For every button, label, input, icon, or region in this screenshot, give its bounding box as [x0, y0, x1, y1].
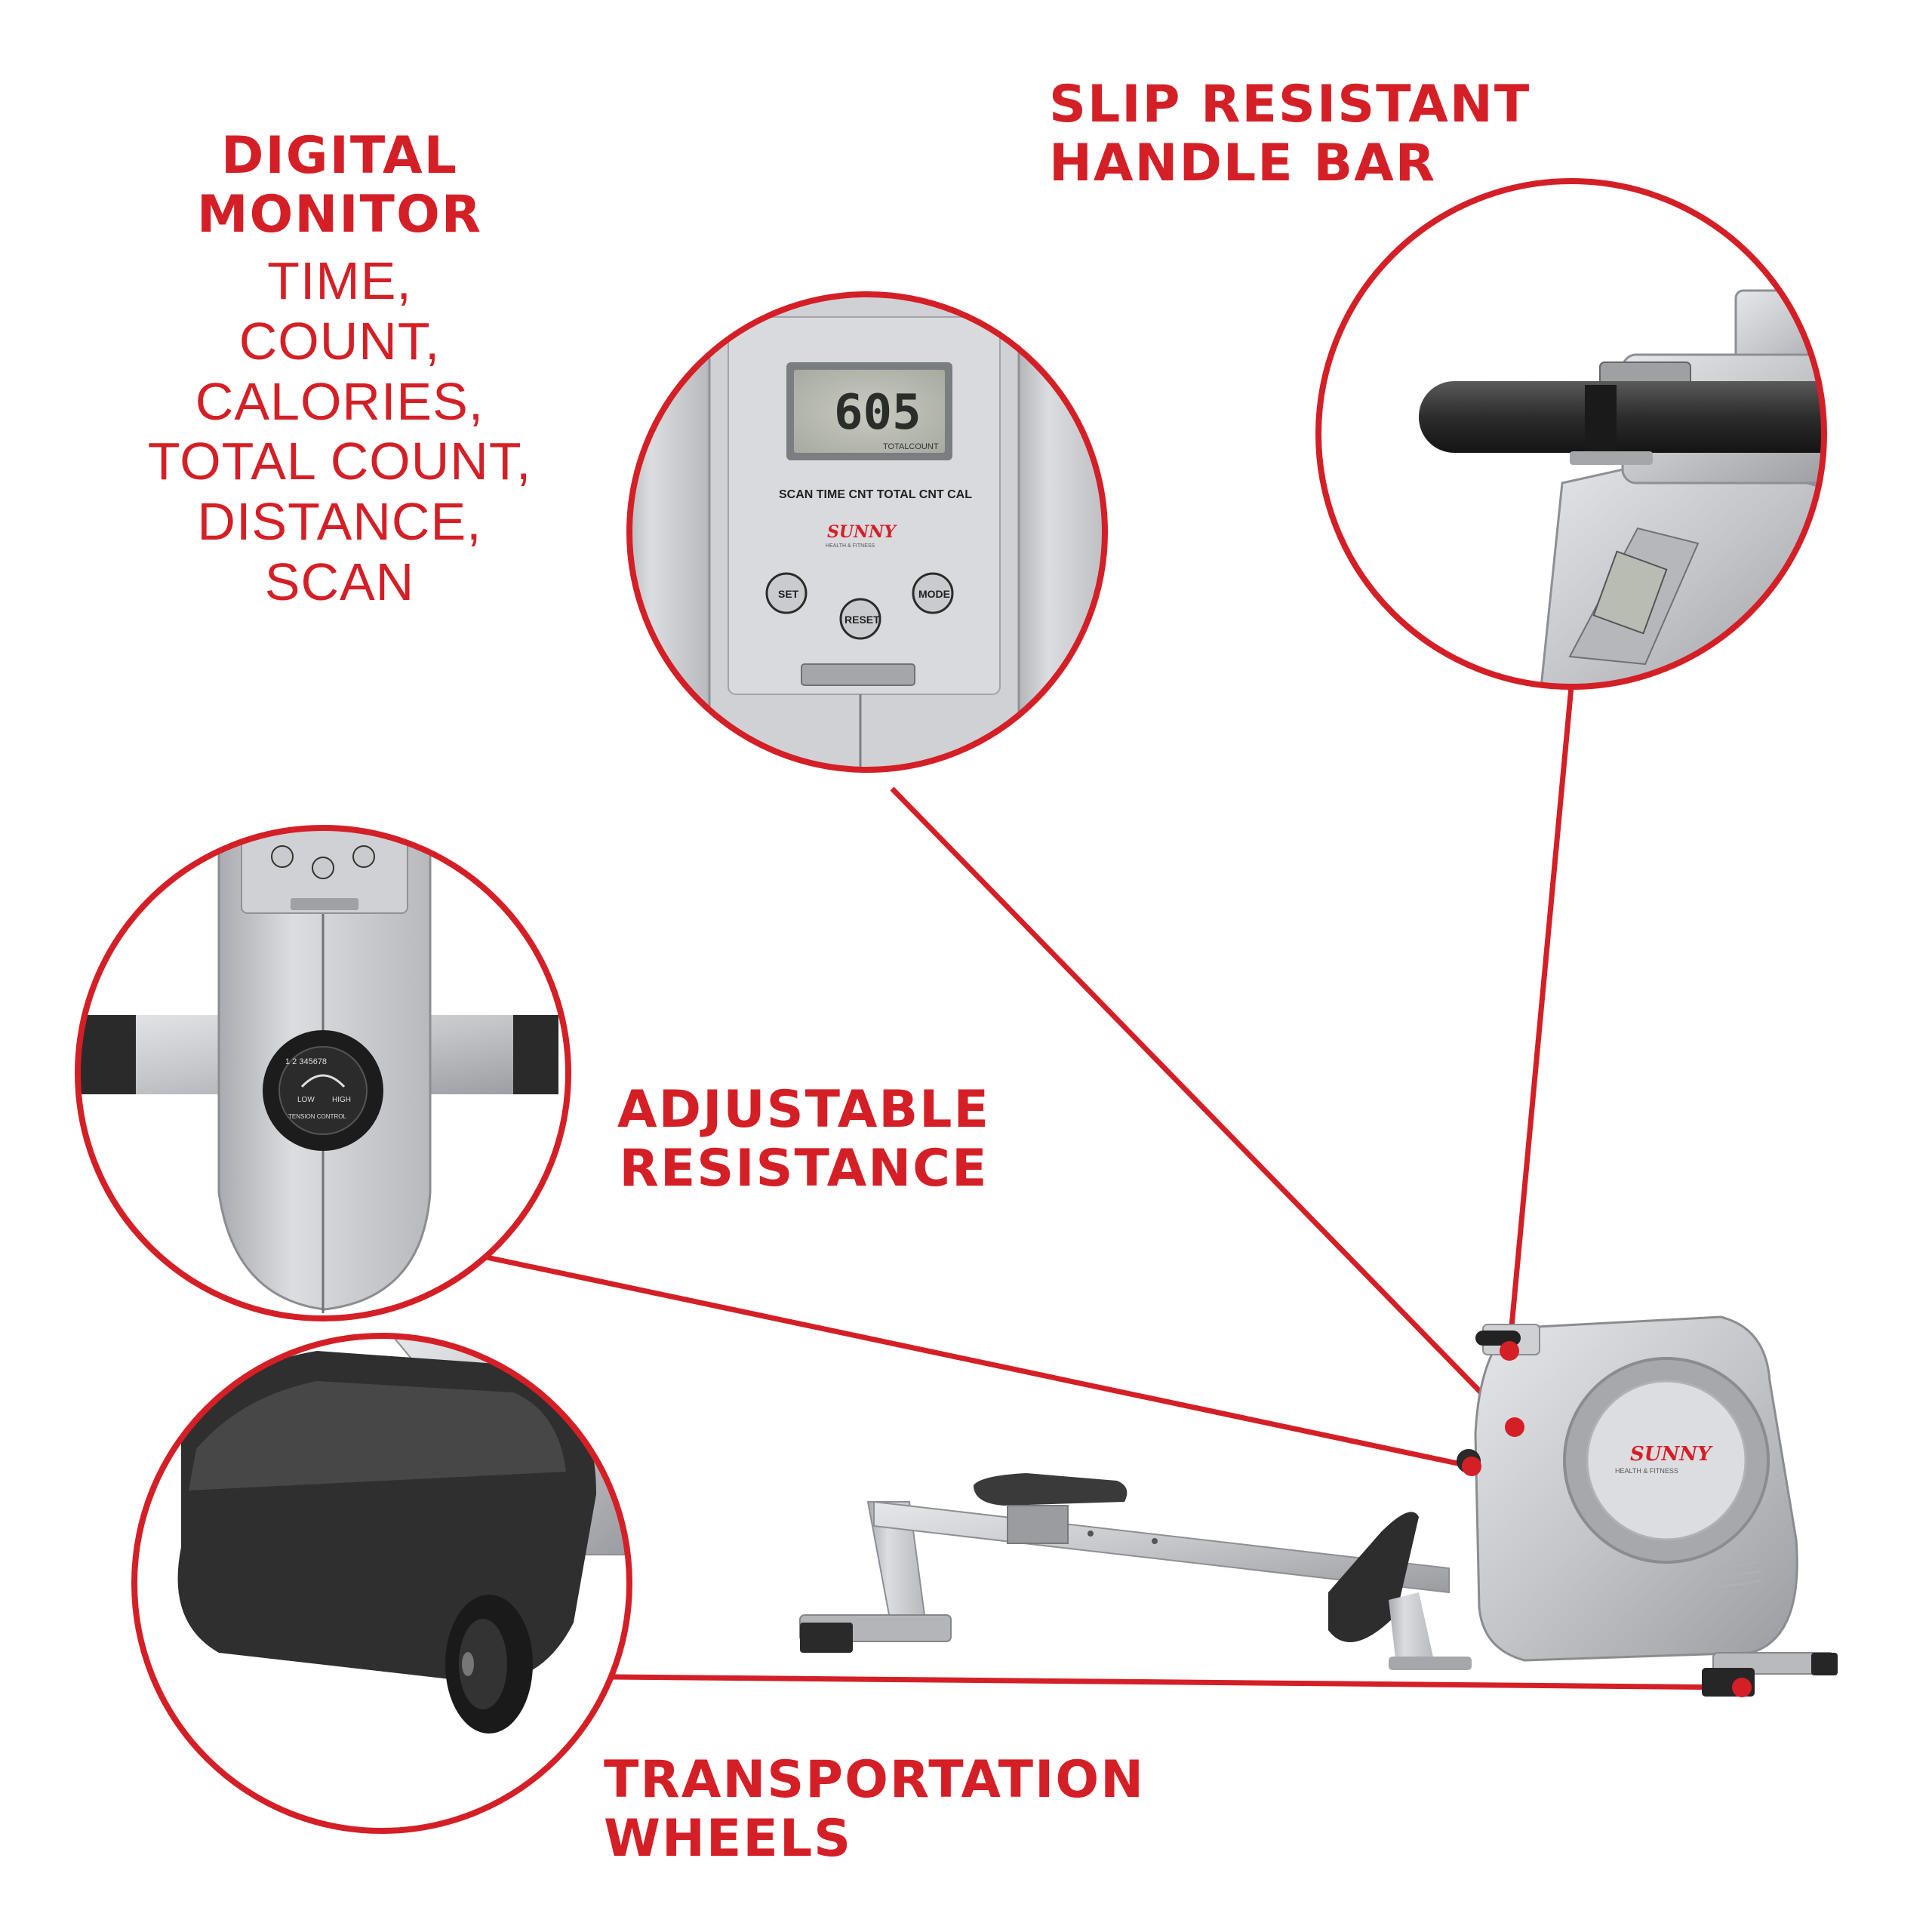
mode-button-label: MODE — [918, 588, 950, 600]
knob-low: LOW — [297, 1096, 315, 1104]
handle-connector — [1506, 686, 1574, 1352]
monitor-connector — [890, 786, 1517, 1429]
feature-item: CALORIES, — [195, 371, 485, 431]
set-button-label: SET — [778, 588, 799, 600]
set-button[interactable]: SET — [765, 572, 808, 614]
monitor-marker — [1505, 1417, 1524, 1437]
knob-scale: 1 2 345678 — [285, 1057, 327, 1066]
title-line: ADJUSTABLE — [617, 1080, 990, 1140]
tension-knob[interactable]: 1 2 345678 LOW HIGH TENSION CONTROL — [263, 1030, 383, 1151]
knob-connector — [482, 1254, 1472, 1469]
knob-high: HIGH — [332, 1096, 351, 1104]
panel-brand-sub: HEALTH & FITNESS — [826, 543, 875, 549]
handle-marker — [1500, 1341, 1519, 1361]
knob-caption: TENSION CONTROL — [288, 1113, 346, 1120]
feature-item: TIME, — [267, 251, 412, 311]
connector-lines — [482, 686, 1743, 1690]
wheels-callout: TRANSPORTATION WHEELS — [604, 1751, 1145, 1868]
tension-knob-zoom: 1 2 345678 LOW HIGH TENSION CONTROL — [75, 825, 571, 1321]
resistance-callout: ADJUSTABLE RESISTANCE — [604, 1081, 1004, 1198]
lcd-value: 605 — [834, 385, 921, 441]
panel-brand: SUNNY — [827, 522, 897, 542]
rowing-machine: SUNNY HEALTH & FITNESS — [799, 1315, 1838, 1697]
title-line: HANDLE BAR — [1049, 133, 1437, 193]
digital-monitor-features: TIME, COUNT, CALORIES, TOTAL COUNT, DIST… — [113, 251, 566, 613]
feature-item: TOTAL COUNT, — [147, 432, 532, 491]
feature-item: SCAN — [264, 552, 415, 612]
title-line: WHEELS — [604, 1808, 853, 1869]
title-line: DIGITAL — [221, 126, 458, 186]
handle-bar-zoom — [1315, 178, 1827, 690]
mode-labels: SCAN TIME CNT TOTAL CNT CAL — [779, 488, 972, 501]
lcd-caption: TOTALCOUNT — [883, 442, 939, 451]
title-line: MONITOR — [196, 184, 483, 245]
feature-item: DISTANCE, — [197, 492, 482, 552]
title-line: SLIP RESISTANT — [1049, 75, 1531, 134]
knob-marker — [1462, 1457, 1481, 1476]
transport-wheel-zoom — [131, 1333, 632, 1834]
machine-brand-sub: HEALTH & FITNESS — [1615, 1467, 1678, 1475]
digital-monitor-title: DIGITAL MONITOR — [113, 127, 566, 244]
wheel-marker — [1732, 1678, 1752, 1697]
wheel-connector — [611, 1674, 1743, 1690]
mode-button[interactable]: MODE — [912, 572, 954, 614]
title-line: TRANSPORTATION — [604, 1750, 1146, 1810]
digital-monitor-zoom: 605 TOTALCOUNT SCAN TIME CNT TOTAL CNT C… — [626, 291, 1108, 773]
title-line: RESISTANCE — [619, 1138, 989, 1198]
digital-monitor-callout: DIGITAL MONITOR TIME, COUNT, CALORIES, T… — [113, 127, 566, 613]
feature-item: COUNT, — [238, 311, 441, 371]
reset-button[interactable]: RESET — [839, 598, 881, 640]
machine-brand: SUNNY — [1630, 1443, 1713, 1466]
handle-bar-callout: SLIP RESISTANT HANDLE BAR — [1049, 75, 1531, 192]
reset-button-label: RESET — [844, 614, 880, 626]
